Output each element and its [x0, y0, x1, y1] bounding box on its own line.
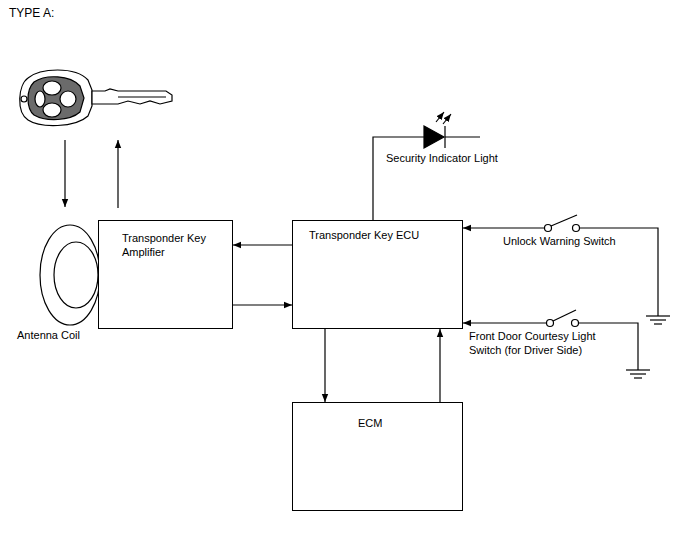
signal-connector [233, 244, 292, 245]
signal-connector [233, 304, 292, 305]
diagram-title: TYPE A: [9, 6, 54, 22]
unlock-warning-switch [463, 215, 670, 324]
indicator-label: Security Indicator Light [386, 151, 526, 165]
switch-label: Unlock Warning Switch [503, 234, 643, 248]
signal-connector [324, 329, 325, 402]
signal-arrow [64, 140, 65, 207]
transponder-key [20, 70, 172, 126]
coil-label: Antenna Coil [17, 328, 107, 342]
ecm-box: ECM [292, 402, 463, 511]
signal-connector [439, 329, 440, 402]
node-text: Transponder Key Amplifier [122, 232, 222, 260]
node-text: Transponder Key ECU [309, 229, 459, 243]
switch-label: Front Door Courtesy Light Switch (for Dr… [469, 329, 619, 358]
antenna-coil [40, 225, 100, 325]
node-text: ECM [358, 417, 448, 431]
ecu-box: Transponder Key ECU [292, 220, 463, 329]
courtesy-light-switch [463, 310, 650, 378]
signal-arrow [117, 140, 118, 208]
amplifier-box: Transponder Key Amplifier [98, 220, 233, 329]
security-indicator-light [373, 112, 480, 220]
